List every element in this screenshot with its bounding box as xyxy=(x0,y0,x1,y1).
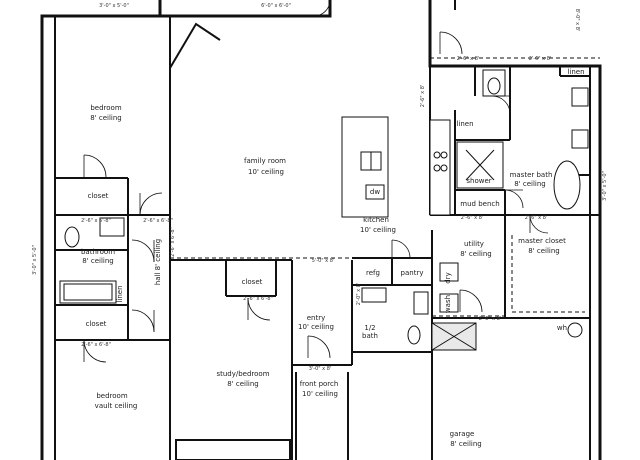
label-master-closet: master closet xyxy=(518,237,566,245)
label-utility-ceiling: 8' ceiling xyxy=(460,250,491,258)
dim-window-2: 6'-0" x 6'-0" xyxy=(261,3,291,9)
dim-door-7: 2'-6" x 8' xyxy=(525,215,548,221)
dim-front-door: 3'-0" x 8' xyxy=(309,366,332,372)
master-tub xyxy=(553,160,581,210)
label-kitchen: kitchen xyxy=(363,216,389,224)
dim-top-right: 8'-0" x 8' xyxy=(574,9,580,32)
label-bathroom: bathroom xyxy=(81,248,115,256)
label-entry: entry xyxy=(307,314,326,322)
label-study-ceiling: 8' ceiling xyxy=(227,380,258,388)
fixtures xyxy=(59,69,589,460)
label-hall: hall 8' ceiling xyxy=(154,239,162,285)
label-garage: garage xyxy=(450,430,475,438)
label-front-porch: front porch xyxy=(300,380,339,388)
label-master-bath: master bath xyxy=(510,171,553,179)
label-linen-master: linen xyxy=(567,68,584,76)
label-bathroom-ceiling: 8' ceiling xyxy=(82,257,113,265)
dim-door-2: 2'-6" x 6'-8" xyxy=(143,218,173,224)
door-swings xyxy=(83,0,549,363)
dim-door-4: 2'-6" x 6'-8" xyxy=(243,296,273,302)
label-closet-2: closet xyxy=(86,320,107,328)
dim-door-9: 2'-6" x 8' xyxy=(529,56,552,62)
label-bedroom-1-ceiling: 8' ceiling xyxy=(90,114,121,122)
dim-door-3: 2'-6" x 6'-8" xyxy=(81,342,111,348)
dashed-lines xyxy=(170,57,600,317)
dimension-notes: 3'-0" x 5'-0" 6'-0" x 6'-0" 2'-6" x 6'-8… xyxy=(32,3,608,372)
label-linen-kitchen: linen xyxy=(456,120,473,128)
dim-pantry-door: 2'-0" x 8' xyxy=(356,283,362,306)
dim-opening: 5'-0" x 8' xyxy=(312,258,335,264)
label-shower: shower xyxy=(466,177,491,185)
dim-door-6: 2'-6" x 8' xyxy=(461,215,484,221)
label-bedroom-2-ceiling: vault ceiling xyxy=(95,402,138,410)
label-garage-ceiling: 8' ceiling xyxy=(450,440,481,448)
label-closet-3: closet xyxy=(242,278,263,286)
label-entry-ceiling: 10' ceiling xyxy=(298,323,334,331)
dim-door-1: 2'-6" x 6'-8" xyxy=(81,218,111,224)
dim-window-1: 3'-0" x 5'-0" xyxy=(99,3,129,9)
dim-door-5: 2'-6" x 8' xyxy=(479,316,502,322)
dim-kitchen-door: 2'-6" x 8' xyxy=(420,85,426,108)
exterior-walls xyxy=(40,0,602,460)
label-linen-bath: linen xyxy=(116,285,124,302)
label-bedroom-1: bedroom xyxy=(90,104,121,112)
label-closet-1: closet xyxy=(88,192,109,200)
label-family-room: family room xyxy=(244,157,286,165)
label-master-closet-ceiling: 8' ceiling xyxy=(528,247,559,255)
dim-master-window: 3'-0" x 5'-0" xyxy=(602,171,608,201)
label-dry: dry xyxy=(444,272,452,283)
label-study: study/bedroom xyxy=(216,370,269,378)
dishwasher xyxy=(365,184,385,200)
label-utility: utility xyxy=(464,240,484,248)
dim-door-8: 2'-6" x 8' xyxy=(457,56,480,62)
room-labels: bedroom 8' ceiling closet bathroom 8' ce… xyxy=(81,68,585,448)
label-refrig: refg xyxy=(366,269,380,277)
dim-hall-door: 2'-6" x 6'-8" xyxy=(170,227,176,257)
label-dw: dw xyxy=(370,188,380,196)
label-wh: wh xyxy=(557,324,567,332)
label-kitchen-ceiling: 10' ceiling xyxy=(360,226,396,234)
label-family-room-ceiling: 10' ceiling xyxy=(248,168,284,176)
label-wash: wash xyxy=(444,295,452,313)
label-half-bath: 1/2 xyxy=(364,324,375,332)
label-front-porch-ceiling: 10' ceiling xyxy=(302,390,338,398)
label-half-bath-2: bath xyxy=(362,332,378,340)
label-bedroom-2: bedroom xyxy=(96,392,127,400)
label-master-bath-ceiling: 8' ceiling xyxy=(514,180,545,188)
dim-side-window: 3'-0" x 5'-0" xyxy=(32,245,38,275)
label-mud-bench: mud bench xyxy=(460,200,499,208)
label-pantry: pantry xyxy=(401,269,424,277)
